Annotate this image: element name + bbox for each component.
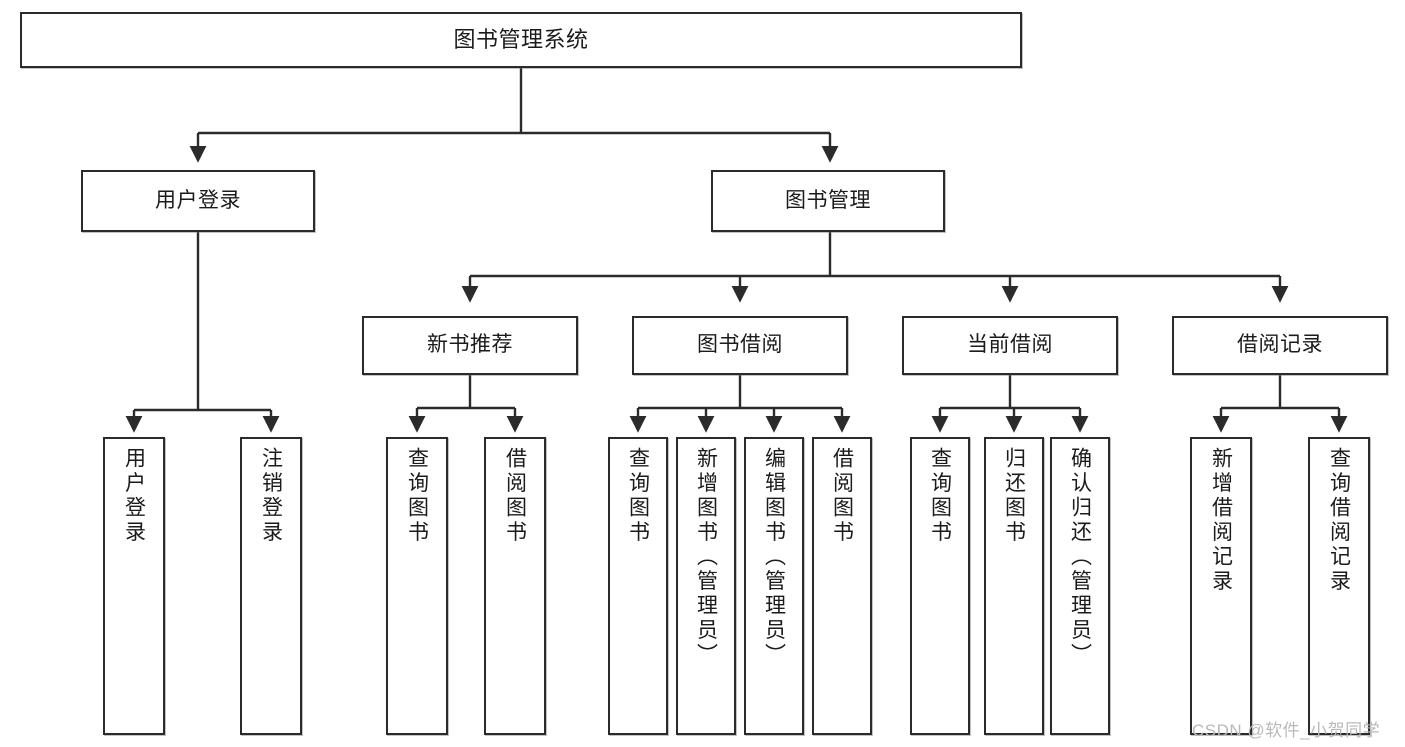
node-leaf-add-record[interactable]: 新增借阅记录 (1190, 437, 1252, 735)
node-leaf-query-book-3-label: 查询图书 (928, 447, 952, 545)
node-leaf-borrow-book-2[interactable]: 借阅图书 (812, 437, 872, 735)
node-book-borrow[interactable]: 图书借阅 (632, 316, 848, 375)
node-borrow-record-label: 借阅记录 (1237, 333, 1323, 357)
node-leaf-add-book[interactable]: 新增图书（管理员） (676, 437, 736, 735)
node-leaf-user-login[interactable]: 用户登录 (103, 437, 165, 735)
node-leaf-return-book-label: 归还图书 (1002, 447, 1026, 545)
node-book-manage[interactable]: 图书管理 (711, 170, 945, 232)
node-book-borrow-label: 图书借阅 (697, 333, 783, 357)
node-user-login-label: 用户登录 (155, 188, 241, 212)
node-root[interactable]: 图书管理系统 (20, 12, 1022, 68)
node-leaf-user-login-label: 用户登录 (122, 447, 146, 545)
node-leaf-borrow-book-1-label: 借阅图书 (503, 447, 527, 545)
node-root-label: 图书管理系统 (453, 27, 589, 53)
node-new-book-rec-label: 新书推荐 (427, 333, 513, 357)
node-leaf-edit-book-label: 编辑图书（管理员） (762, 447, 786, 668)
node-leaf-user-logout[interactable]: 注销登录 (240, 437, 302, 735)
node-leaf-return-book[interactable]: 归还图书 (984, 437, 1044, 735)
node-leaf-query-book-1[interactable]: 查询图书 (386, 437, 448, 735)
node-leaf-query-book-2-label: 查询图书 (626, 447, 650, 545)
node-leaf-query-record-label: 查询借阅记录 (1327, 447, 1351, 594)
node-user-login[interactable]: 用户登录 (81, 170, 315, 232)
node-leaf-add-book-label: 新增图书（管理员） (694, 447, 718, 668)
node-borrow-record[interactable]: 借阅记录 (1172, 316, 1388, 375)
node-leaf-query-record[interactable]: 查询借阅记录 (1308, 437, 1370, 735)
node-current-borrow[interactable]: 当前借阅 (902, 316, 1118, 375)
node-leaf-query-book-1-label: 查询图书 (405, 447, 429, 545)
node-current-borrow-label: 当前借阅 (967, 333, 1053, 357)
node-leaf-confirm-return-label: 确认归还（管理员） (1068, 447, 1092, 668)
node-leaf-confirm-return[interactable]: 确认归还（管理员） (1050, 437, 1110, 735)
node-leaf-query-book-2[interactable]: 查询图书 (608, 437, 668, 735)
node-leaf-borrow-book-1[interactable]: 借阅图书 (484, 437, 546, 735)
node-leaf-user-logout-label: 注销登录 (259, 447, 283, 545)
node-leaf-borrow-book-2-label: 借阅图书 (830, 447, 854, 545)
node-leaf-query-book-3[interactable]: 查询图书 (910, 437, 970, 735)
node-book-manage-label: 图书管理 (785, 188, 871, 212)
csdn-watermark: CSDN @软件_小贺同学 (1192, 721, 1381, 740)
node-leaf-add-record-label: 新增借阅记录 (1209, 447, 1233, 594)
node-leaf-edit-book[interactable]: 编辑图书（管理员） (744, 437, 804, 735)
node-new-book-rec[interactable]: 新书推荐 (362, 316, 578, 375)
